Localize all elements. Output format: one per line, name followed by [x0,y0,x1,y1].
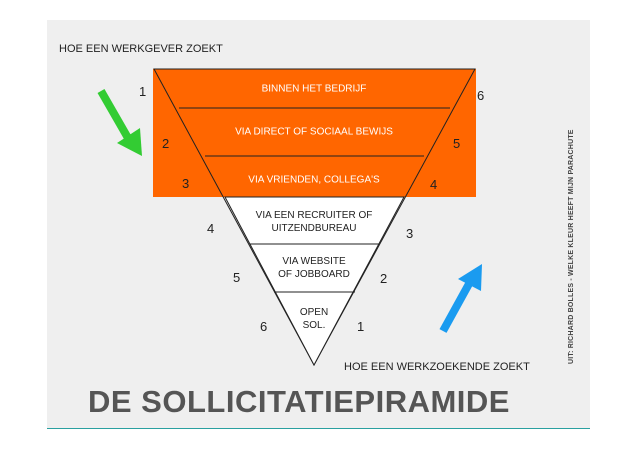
employer-label: HOE EEN WERKGEVER ZOEKT [59,43,223,55]
level-4-line1: VIA EEN RECRUITER OF [255,210,373,221]
level-1-line1: BINNEN HET BEDRIJF [261,83,367,95]
page-title: DE SOLLICITATIEPIRAMIDE [88,384,510,419]
level-5-left-number: 5 [233,270,241,285]
level-3-line1: VIA VRIENDEN, COLLEGA'S [248,174,380,186]
jobseeker-label: HOE EEN WERKZOEKENDE ZOEKT [344,361,530,373]
level-3-text: VIA VRIENDEN, COLLEGA'S [248,174,379,187]
level-1-left-number: 1 [139,84,147,99]
level-5-text: VIA WEBSITE OF JOBBOARD [278,255,350,281]
level-6-right-number: 1 [357,319,365,334]
level-5-line1: VIA WEBSITE [282,256,346,267]
level-4-left-number: 4 [207,221,215,236]
level-2-line1: VIA DIRECT OF SOCIAAL BEWIJS [235,126,393,138]
level-5-line2: OF JOBBOARD [278,269,350,280]
level-5-right-number: 2 [380,271,388,286]
level-2-right-number: 5 [453,136,461,151]
level-4-right-number: 3 [406,226,414,241]
level-2-left-number: 2 [162,136,170,151]
level-3-right-number: 4 [430,177,438,192]
level-6-line1: OPEN [299,307,329,318]
level-6-text: OPEN SOL. [300,306,328,332]
level-1-right-number: 6 [477,88,485,103]
level-6-line2: SOL. [302,320,326,331]
inverted-pyramid [153,68,476,367]
level-4-text: VIA EEN RECRUITER OF UITZENDBUREAU [256,209,373,235]
level-3-left-number: 3 [182,176,190,191]
source-credit: UIT: RICHARD BOLLES - WELKE KLEUR HEEFT … [568,129,575,364]
arrow-down-right-icon [97,89,142,156]
level-2-text: VIA DIRECT OF SOCIAAL BEWIJS [235,126,393,139]
level-4-line2: UITZENDBUREAU [271,223,357,234]
level-6-left-number: 6 [260,319,268,334]
arrow-up-right-icon [439,264,482,333]
employer-highlight-block [153,69,476,197]
level-1-text: BINNEN HET BEDRIJF [262,83,367,96]
